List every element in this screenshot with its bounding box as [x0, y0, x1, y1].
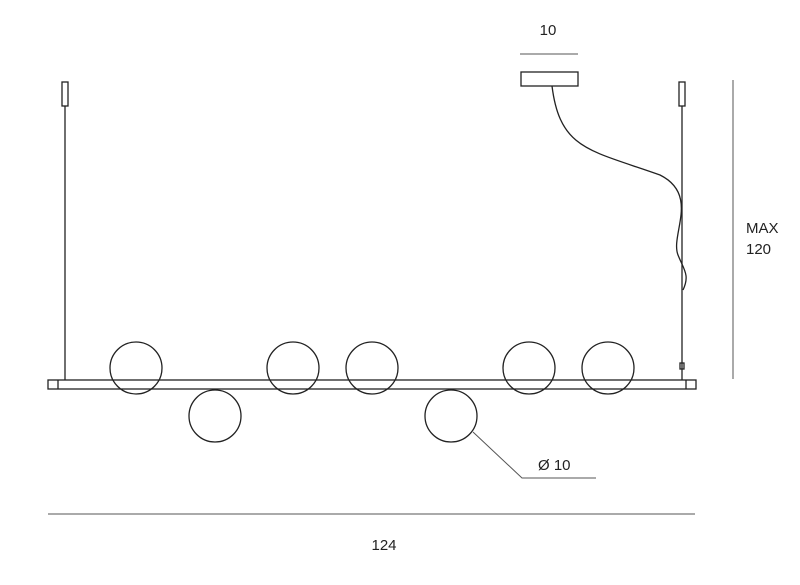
- light-bar: [47, 379, 697, 390]
- ceiling-canopy: [520, 71, 579, 87]
- globe-upper-1: [109, 341, 163, 395]
- globe-lower-1: [188, 389, 242, 443]
- globe-diameter-leader: [472, 431, 596, 479]
- canopy-width-label: 10: [540, 22, 557, 39]
- total-length-label: 124: [371, 537, 396, 554]
- lower-globes: [188, 389, 478, 443]
- right-wire-clamp: [679, 362, 685, 370]
- right-ceiling-anchor: [678, 81, 686, 107]
- left-ceiling-anchor: [61, 81, 69, 107]
- max-height-label-line1: MAX: [746, 220, 779, 237]
- globe-upper-2: [266, 341, 320, 395]
- globe-diameter-label: Ø 10: [538, 457, 571, 474]
- upper-globes: [109, 341, 635, 395]
- globe-upper-5: [581, 341, 635, 395]
- globe-upper-3: [345, 341, 399, 395]
- globe-upper-4: [502, 341, 556, 395]
- power-cable: [551, 85, 687, 291]
- globe-lower-2: [424, 389, 478, 443]
- max-height-label-line2: 120: [746, 241, 771, 258]
